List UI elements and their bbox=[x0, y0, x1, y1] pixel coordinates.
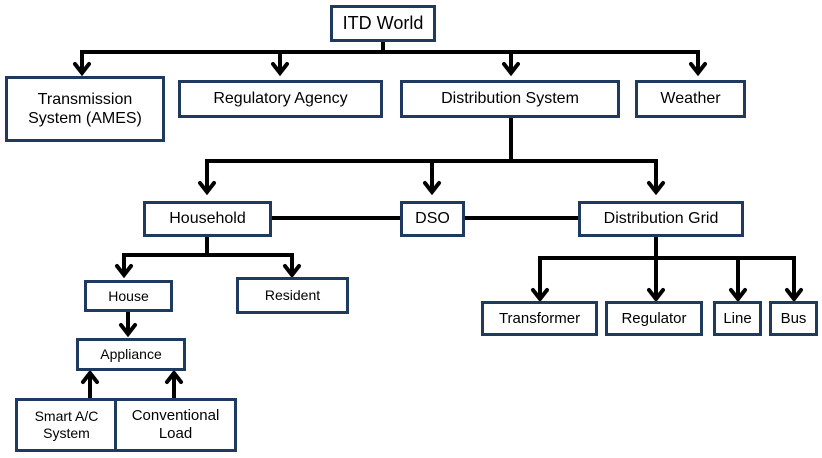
arrowhead-resident bbox=[283, 264, 301, 279]
arrowhead-appliance bbox=[119, 323, 137, 338]
arrowhead-transmission bbox=[73, 62, 91, 77]
node-distribution-grid: Distribution Grid bbox=[578, 201, 744, 237]
node-dso: DSO bbox=[400, 201, 465, 237]
arrowhead-transformer bbox=[531, 288, 549, 303]
node-house: House bbox=[84, 280, 173, 312]
node-resident: Resident bbox=[236, 277, 349, 314]
arrowhead-line bbox=[729, 288, 747, 303]
arrowhead-distribution-grid bbox=[647, 181, 665, 196]
arrowhead-house bbox=[115, 264, 133, 279]
arrowhead-weather bbox=[689, 62, 707, 77]
arrowhead-household bbox=[198, 181, 216, 196]
node-household: Household bbox=[143, 201, 272, 237]
node-bus: Bus bbox=[769, 301, 818, 336]
node-distribution-system: Distribution System bbox=[400, 80, 620, 118]
node-transmission-system: Transmission System (AMES) bbox=[5, 76, 165, 142]
node-appliance: Appliance bbox=[76, 338, 186, 371]
arrowhead-regulator bbox=[647, 288, 665, 303]
node-weather: Weather bbox=[635, 80, 746, 118]
node-itd-world: ITD World bbox=[330, 5, 436, 42]
arrowhead-smart-ac-up bbox=[81, 369, 99, 384]
node-regulatory-agency: Regulatory Agency bbox=[178, 80, 383, 118]
arrowhead-dso bbox=[423, 181, 441, 196]
node-conventional-load: Conventional Load bbox=[114, 398, 237, 452]
arrowhead-distribution-system bbox=[502, 62, 520, 77]
arrowhead-bus bbox=[785, 288, 803, 303]
arrowhead-regulatory bbox=[271, 62, 289, 77]
node-smart-ac-system: Smart A/C System bbox=[15, 398, 118, 452]
arrowhead-conventional-up bbox=[165, 369, 183, 384]
node-line: Line bbox=[713, 301, 762, 336]
node-transformer: Transformer bbox=[481, 301, 598, 336]
node-regulator: Regulator bbox=[605, 301, 703, 336]
